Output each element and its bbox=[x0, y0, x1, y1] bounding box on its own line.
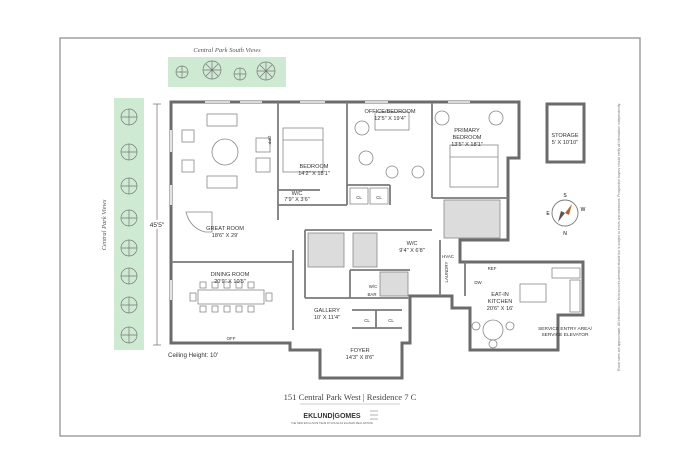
bedroom-name: BEDROOM bbox=[300, 164, 329, 170]
storage-dims: 5' X 10'10" bbox=[552, 140, 579, 146]
compass-s: S bbox=[563, 193, 567, 199]
kitchen-name-2: KITCHEN bbox=[488, 299, 513, 305]
storage-room bbox=[545, 102, 586, 164]
gallery-name: GALLERY bbox=[314, 308, 340, 314]
south-view-label: Central Park South Views bbox=[193, 47, 261, 54]
wc-label: W/C bbox=[369, 284, 378, 289]
closets bbox=[349, 187, 389, 205]
kitchen-name-1: EAT-IN bbox=[491, 292, 509, 298]
tree-icons-west bbox=[120, 108, 138, 344]
kitchen-furniture bbox=[471, 267, 581, 349]
brand-logo: EKLUND|GOMES bbox=[303, 413, 361, 420]
closet-label-4: CL bbox=[388, 318, 394, 323]
closet-label-2: CL bbox=[376, 195, 382, 200]
office-name: OFFICE/BEDROOM bbox=[365, 109, 416, 115]
wic-small-name: W/C bbox=[292, 191, 303, 197]
primary-dims: 13'5" X 18'1" bbox=[451, 142, 483, 148]
dw-label: DW bbox=[474, 280, 482, 285]
compass-icon bbox=[551, 199, 579, 227]
dining-room-furniture bbox=[189, 281, 273, 313]
dining-name: DINING ROOM bbox=[211, 272, 250, 278]
page-frame bbox=[59, 37, 641, 437]
tree-icons-south bbox=[175, 60, 276, 81]
foyer-dims: 14'3" X 8'6" bbox=[346, 355, 375, 361]
bedroom-dims: 14'2" X 18'1" bbox=[298, 171, 330, 177]
west-view-label: Central Park Views bbox=[101, 199, 108, 250]
foyer-name: FOYER bbox=[350, 348, 369, 354]
interior-walls bbox=[171, 102, 508, 330]
bathrooms bbox=[307, 199, 501, 297]
primary-name-2: BEDROOM bbox=[453, 135, 482, 141]
bedroom-furniture bbox=[282, 110, 504, 188]
closet-label-3: CL bbox=[364, 318, 370, 323]
residence-title: 151 Central Park West | Residence 7 C bbox=[284, 392, 417, 402]
gallery-dims: 10' X 11'4" bbox=[314, 315, 340, 321]
off-label-2: OFF bbox=[267, 136, 272, 145]
service-line-2: SERVICE ELEVATOR bbox=[541, 332, 589, 338]
service-line-1: SERVICE ENTRY AREA/ bbox=[538, 326, 593, 332]
ceiling-height: Ceiling Height: 10' bbox=[168, 352, 218, 359]
fixture-labels: CL CL CL CL W/C BAR HVAC LAUNDRY OFF OFF… bbox=[227, 136, 497, 341]
brand-mark bbox=[370, 410, 378, 420]
ref-label: REF bbox=[488, 266, 497, 271]
dining-dims: 20'9" X 10'5" bbox=[214, 279, 246, 285]
compass-n: N bbox=[563, 231, 567, 237]
primary-name-1: PRIMARY bbox=[454, 128, 480, 134]
windows bbox=[170, 101, 470, 300]
great-room-name: GREAT ROOM bbox=[206, 226, 244, 232]
wic-small-dims: 7'9" X 3'6" bbox=[284, 197, 309, 203]
off-label: OFF bbox=[227, 336, 236, 341]
exterior-walls bbox=[169, 100, 585, 380]
closet-label-1: CL bbox=[356, 195, 362, 200]
kitchen-dims: 20'6" X 16' bbox=[487, 306, 514, 312]
hvac-label: HVAC bbox=[442, 254, 454, 259]
laundry-label: LAUNDRY bbox=[444, 261, 449, 282]
brand-tagline: THE NEW EXCLUSIVE TEAM AT DOUGLAS ELLIMA… bbox=[291, 421, 373, 425]
office-dims: 12'5" X 19'4" bbox=[374, 116, 406, 122]
disclaimer: Room sizes are approximate. All informat… bbox=[617, 103, 621, 371]
compass-w: W bbox=[581, 207, 586, 213]
height-dimension-label: 45'5" bbox=[150, 222, 165, 229]
room-labels: GREAT ROOM 18'6" X 29' BEDROOM 14'2" X 1… bbox=[206, 109, 592, 361]
great-room-dims: 18'6" X 29' bbox=[212, 233, 239, 239]
compass-e: E bbox=[546, 211, 550, 217]
wic-primary-dims: 9'4" X 6'8" bbox=[399, 248, 424, 254]
storage-name: STORAGE bbox=[551, 133, 579, 139]
wic-primary-name: W/C bbox=[407, 241, 418, 247]
bar-label: BAR bbox=[367, 292, 376, 297]
great-room-furniture bbox=[181, 113, 271, 233]
